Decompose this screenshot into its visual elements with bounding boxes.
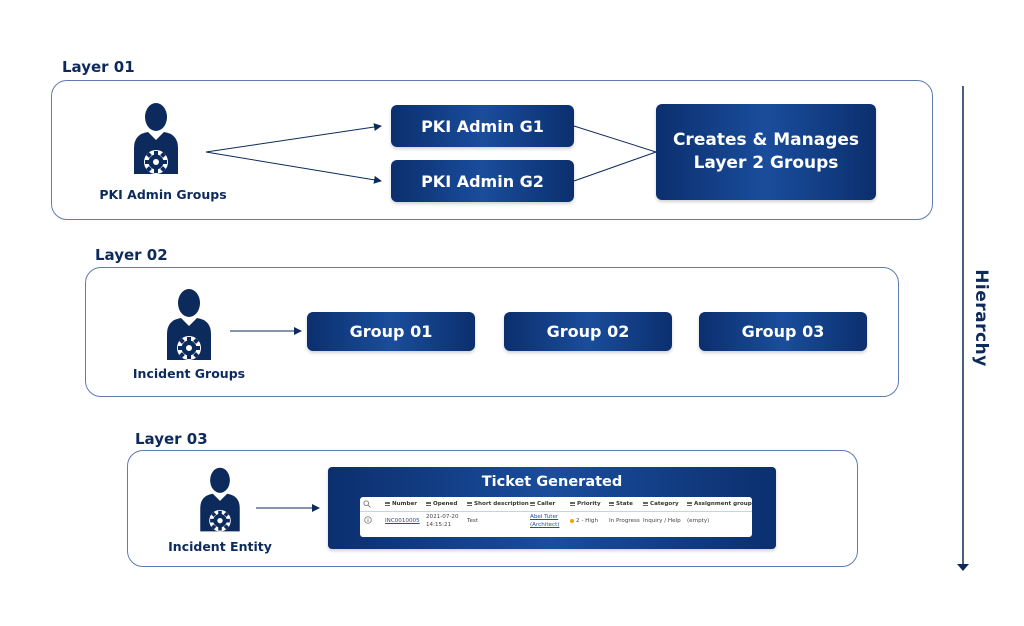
cell-short-description: Test [467,518,479,524]
cell-caller-name: Abel Tuter [530,514,559,520]
arrow-to-g1 [205,123,382,153]
group-box-group-03: Group 03 [699,312,867,351]
group-box-group-01: Group 01 [307,312,475,351]
actor-label-layer-01: PKI Admin Groups [99,187,227,202]
line-g1-to-result [573,125,657,153]
layer-01-title: Layer 01 [62,58,135,76]
group-box-group-02: Group 02 [504,312,672,351]
group-box-pki-admin-g1: PKI Admin G1 [391,105,574,147]
ticket-title: Ticket Generated [481,474,623,490]
result-box-creates-manages: Creates & Manages Layer 2 Groups [656,104,876,200]
person-gear-icon [200,467,240,532]
cell-caller-title: (Architect) [530,522,560,528]
cell-state: In Progress [609,518,640,524]
column-header-priority: Priority [570,501,601,507]
ticket-panel: Ticket Generated Number Opened Short des… [328,467,776,549]
actor-label-layer-02: Incident Groups [132,366,246,381]
column-header-state: State [609,501,633,507]
column-header-caller: Caller [530,501,555,507]
column-header-category: Category [643,501,679,507]
ticket-table: Number Opened Short description Caller P… [360,497,752,537]
cell-category: Inquiry / Help [643,518,681,524]
cell-opened-date: 2021-07-20 [426,514,459,520]
priority-dot-icon [570,518,574,523]
arrow-to-g2 [205,151,382,184]
hierarchy-label: Hierarchy [971,269,991,367]
column-header-assignment-group: Assignment group [687,501,752,507]
person-gear-icon [167,289,211,360]
cell-number: INC0010005 [385,518,420,524]
cell-opened-time: 14:15:21 [426,522,452,528]
table-header-divider [360,511,752,512]
search-icon [363,500,371,508]
layer-03-title: Layer 03 [135,430,208,448]
column-header-short-description: Short description [467,501,529,507]
info-icon [364,516,372,524]
column-header-number: Number [385,501,417,507]
cell-priority: 2 - High [570,518,598,524]
line-g2-to-result [573,151,657,182]
layer-02-title: Layer 02 [95,246,168,264]
hierarchy-arrowhead [957,564,969,571]
column-header-opened: Opened [426,501,457,507]
group-box-pki-admin-g2: PKI Admin G2 [391,160,574,202]
cell-assignment-group: (empty) [687,518,710,524]
actor-label-layer-03: Incident Entity [168,539,272,554]
person-gear-icon [134,103,178,174]
